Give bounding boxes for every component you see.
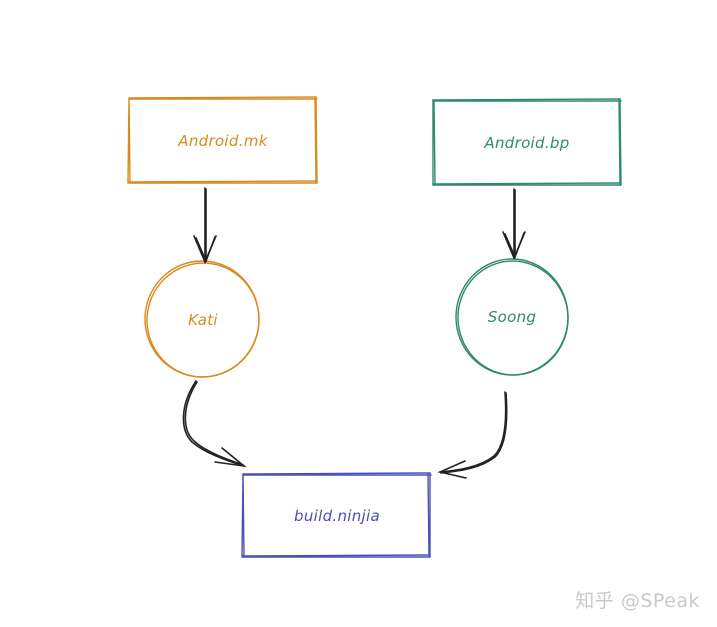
soong-circle [455,258,569,376]
arrow-soong-to-build-ninjia [437,391,508,479]
arrow-android-bp-to-soong [502,188,526,261]
kati-circle [144,260,260,378]
android-bp-label: Android.bp [484,133,570,152]
build-ninjia-label: build.ninjia [294,507,380,525]
android-mk-box [127,96,318,184]
arrow-android-mk-to-kati [193,187,217,265]
soong-label: Soong [487,308,537,326]
android-mk-label: Android.mk [178,131,268,150]
watermark: 知乎 @SPeak [575,590,700,612]
kati-label: Kati [188,311,218,329]
arrow-kati-to-build-ninjia [182,380,247,468]
build-ninjia-box [241,472,432,558]
android-bp-box [432,98,622,186]
